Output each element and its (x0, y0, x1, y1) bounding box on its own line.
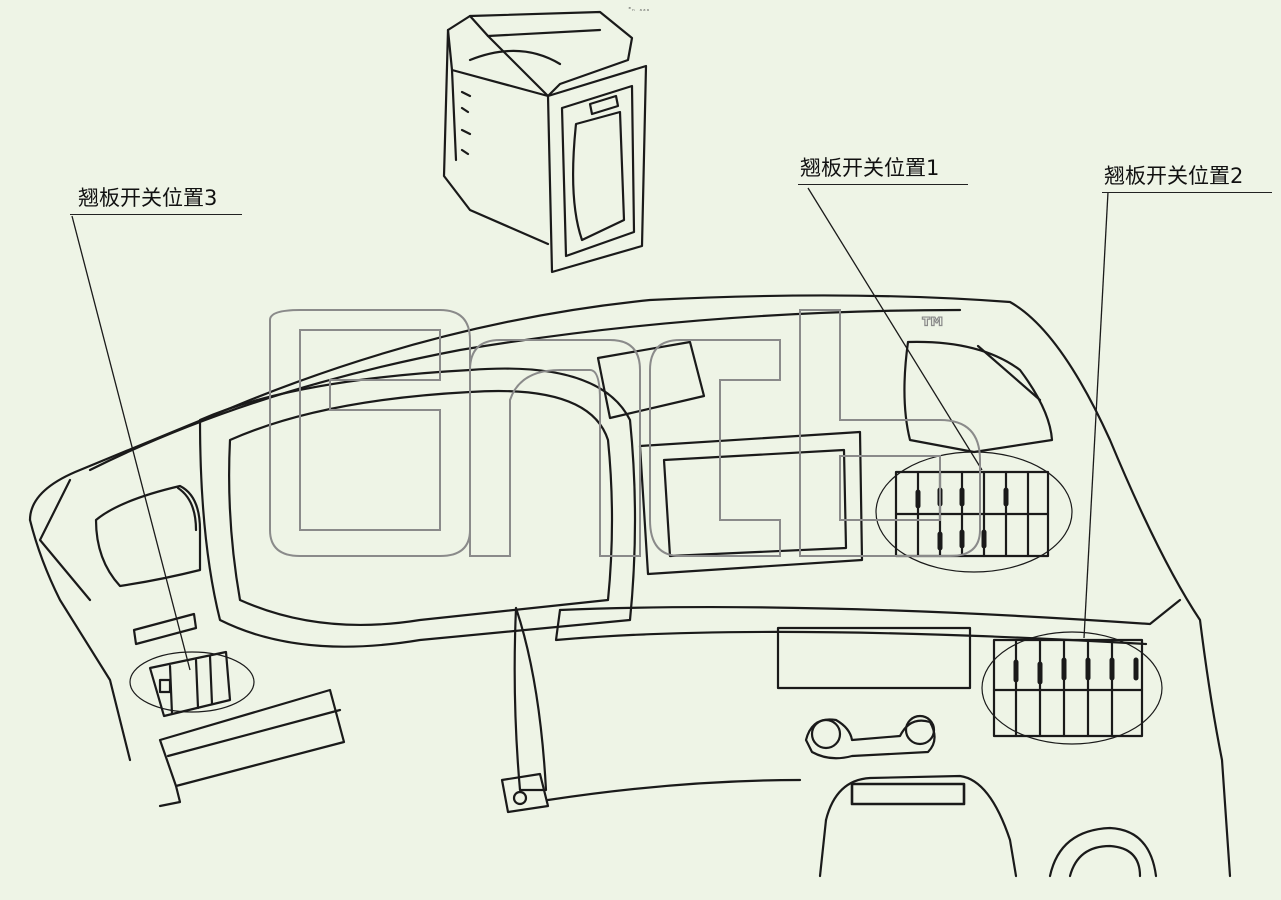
rocker-switch-illustration (442, 10, 648, 274)
label-position-2-underline (1102, 192, 1272, 193)
label-position-1-underline (798, 184, 968, 185)
label-position-3-underline (70, 214, 242, 215)
tiny-mark: ᵐₙ ₐₐₐ (628, 6, 650, 13)
label-position-3: 翘板开关位置3 (78, 186, 218, 210)
steering-column-bracket (500, 606, 802, 814)
instrument-cluster (198, 367, 637, 648)
center-console (818, 774, 1018, 878)
switch-bank-2 (981, 631, 1163, 745)
right-upper-vent (903, 340, 1054, 454)
switch-bank-1 (875, 451, 1073, 573)
center-slot (776, 626, 972, 760)
dashboard-outline (28, 294, 1232, 878)
watermark-logo (269, 309, 981, 557)
label-position-2: 翘板开关位置2 (1104, 164, 1244, 188)
left-vent (94, 484, 202, 588)
center-display (596, 340, 864, 576)
bottom-right-knob (1048, 826, 1158, 878)
label-leaders (71, 187, 1109, 671)
left-switch-panel (129, 612, 346, 808)
trademark-symbol: ™ (917, 311, 948, 347)
label-position-1: 翘板开关位置1 (800, 156, 940, 180)
